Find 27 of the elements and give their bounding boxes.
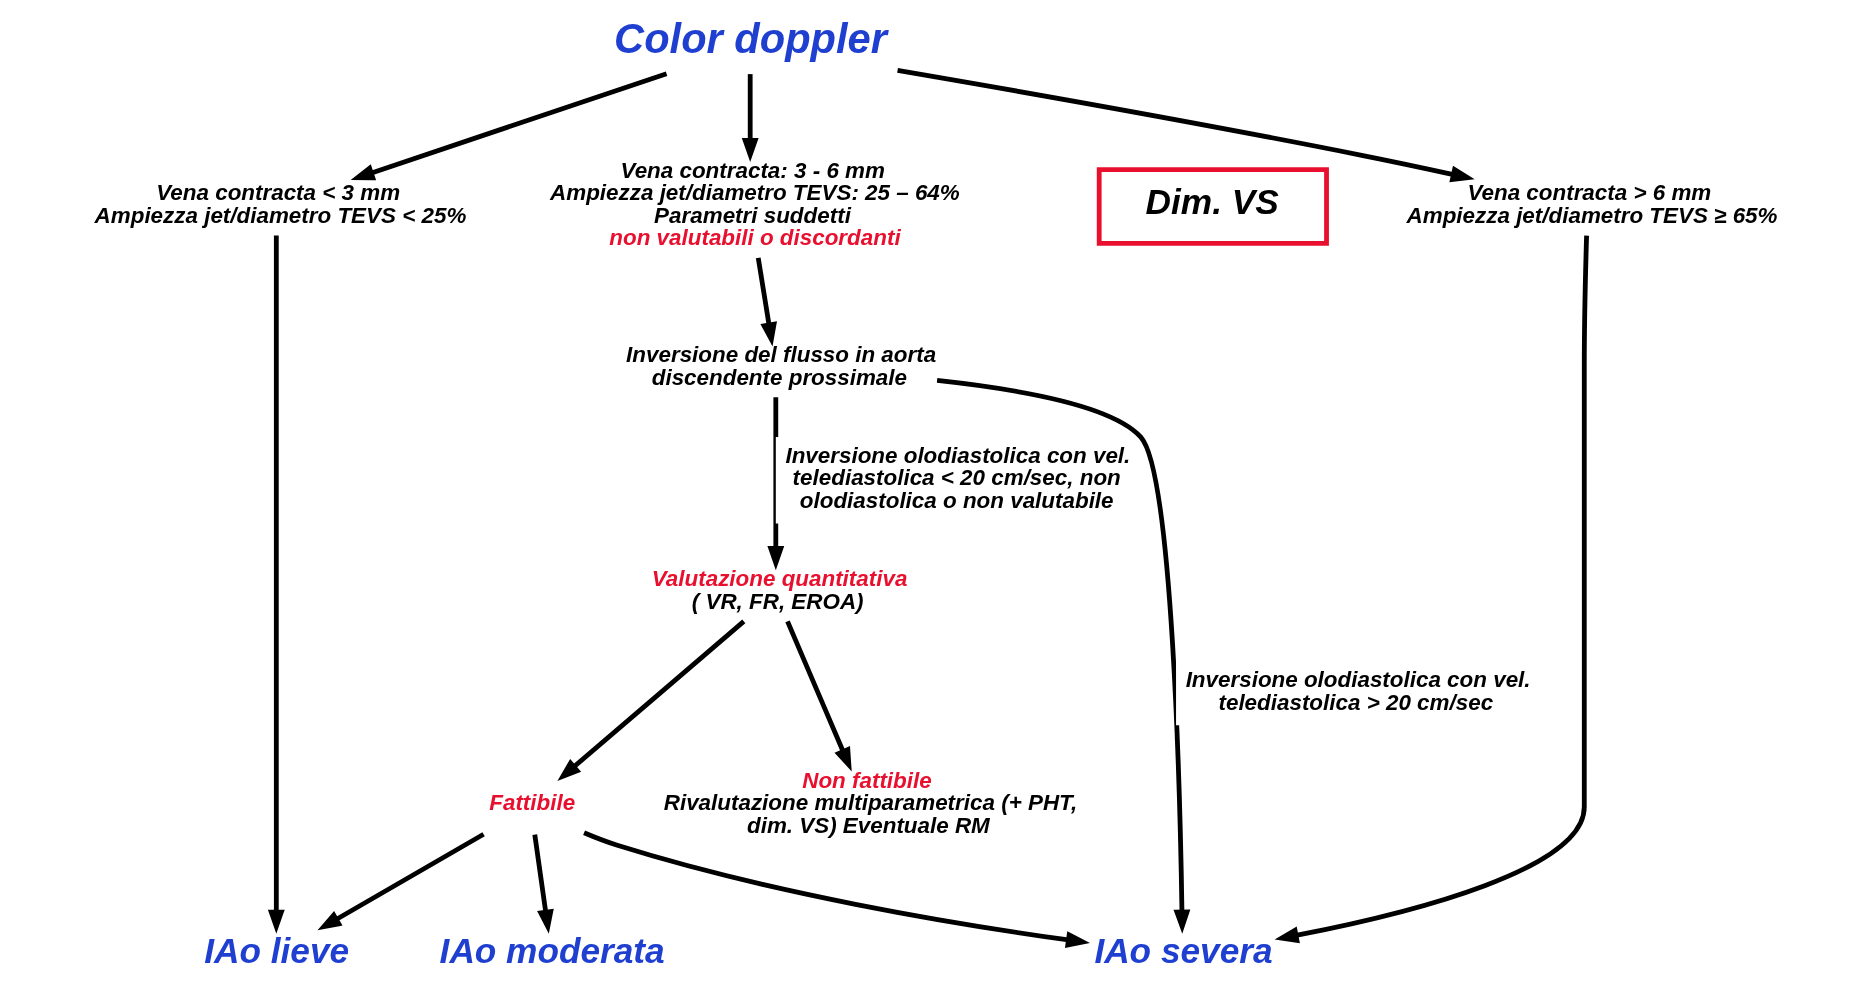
arrow: [936, 378, 1190, 934]
arrow: [531, 834, 554, 934]
arrow: [267, 235, 285, 934]
node-text: IAo lieve: [203, 931, 349, 971]
node-text: Non fattibile Rivalutazione multiparametrica (+ PHT, dim. VS) Eventuale RM: [663, 767, 1077, 838]
arrow: [766, 397, 784, 571]
arrow: [741, 74, 759, 163]
node-text: IAo moderata: [439, 931, 665, 971]
node-text: Color doppler: [613, 14, 887, 62]
node-text: Valutazione quantitativa ( VR, FR, EROA): [651, 566, 907, 614]
node-text: IAo severa: [1093, 931, 1273, 971]
arrow: [350, 71, 667, 181]
node-text: Vena contracta > 6 mm Ampiezza jet/diametro TEVS ≥ 65%: [1406, 180, 1777, 228]
node-text: Inversione del flusso in aorta discendente prossimale: [625, 342, 936, 390]
arrow: [556, 619, 745, 781]
node-text: Vena contracta < 3 mm Ampiezza jet/diametro TEVS < 25%: [94, 180, 466, 228]
arrow: [1274, 235, 1589, 944]
node-box: Dim. VS: [1096, 167, 1329, 246]
arrow: [755, 257, 777, 347]
edge-label: Inversione olodiastolica con vel. telediastolica > 20 cm/sec: [1185, 667, 1531, 715]
node-text: Vena contracta: 3 - 6 mm Ampiezza jet/diametro TEVS: 25 – 64% Parametri suddetti non valutabili o discordanti: [549, 158, 960, 251]
node-text: Fattibile: [488, 789, 575, 815]
arrow: [896, 68, 1475, 183]
arrow: [784, 620, 852, 772]
edge-label: Inversione olodiastolica con vel. telediastolica < 20 cm/sec, non olodiastolica o non valutabile: [784, 443, 1130, 513]
arrow: [582, 830, 1090, 948]
arrow: [317, 832, 485, 931]
